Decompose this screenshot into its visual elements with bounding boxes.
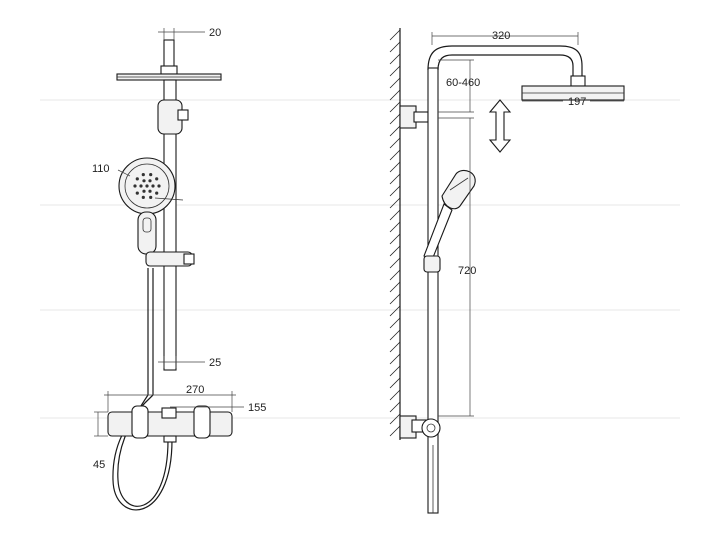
wall-hatch-line [389,221,401,233]
nozzle-dot [149,195,153,199]
background-guides [40,99,680,419]
wall [389,28,401,440]
dim-label-20: 20 [209,27,221,39]
wall-hatch-line [389,137,401,149]
wall-hatch-line [389,77,401,89]
dim-label-197: 197 [568,96,586,108]
wall-hatch-line [389,125,401,137]
dim-label-320: 320 [492,30,510,42]
wall-hatch-line [389,149,401,161]
wall-hatch-line [389,389,401,401]
nozzle-dot [155,177,159,181]
dim-height-adjust: 60-460 [438,59,480,113]
nozzle-dot [135,177,139,181]
hose [112,268,173,511]
nozzle-dot [133,184,137,188]
slide-holder [145,251,195,267]
shower-nozzles [133,173,161,199]
mixer-front [107,405,233,443]
wall-hatch-line [389,41,401,53]
nozzle-dot [142,179,146,183]
dim-label-155: 155 [248,402,266,414]
wall-hatch-line [389,365,401,377]
lower-bracket [399,415,441,439]
dim-rail-length: 720 [438,117,476,417]
shower-bar [427,67,439,514]
dim-label-270: 270 [186,384,204,396]
wall-hatch-line [389,161,401,173]
upper-bracket [399,105,429,129]
wall-hatch-line [389,185,401,197]
dim-arm-length: 320 [431,30,579,45]
nozzle-dot [145,184,149,188]
dim-mount-width: 20 [158,27,221,40]
wall-hatch-line [389,65,401,77]
wall-hatch-line [389,377,401,389]
wall-hatch-line [389,173,401,185]
dim-label-110: 110 [92,163,110,175]
wall-hatch-line [389,89,401,101]
wall-hatching [389,29,401,437]
hand-shower-front [118,157,184,255]
dim-mixer-depth: 155 [170,402,266,414]
nozzle-dot [149,173,153,177]
dim-handshower-diameter: 110 [92,163,131,177]
dim-head-diameter: 197 [522,96,624,108]
dim-label-60-460: 60-460 [446,77,480,89]
nozzle-dot [157,184,161,188]
nozzle-dot [148,189,152,193]
wall-hatch-line [389,329,401,341]
nozzle-dot [155,191,159,195]
wall-hatch-line [389,209,401,221]
top-mount [116,39,222,81]
nozzle-dot [135,191,139,195]
dim-label-720: 720 [458,265,476,277]
wall-hatch-line [389,341,401,353]
wall-hatch-line [389,413,401,425]
nozzle-dot [139,184,143,188]
side-view: 320 60-460 197 [389,28,625,514]
double-vertical-arrow-icon [488,99,512,153]
wall-hatch-line [389,353,401,365]
wall-hatch-line [389,233,401,245]
wall-hatch-line [389,101,401,113]
wall-hatch-line [389,29,401,41]
wall-hatch-line [389,425,401,437]
wall-hatch-line [389,281,401,293]
overhead-head [521,85,625,101]
wall-hatch-line [389,305,401,317]
wall-hatch-line [389,245,401,257]
wall-hatch-line [389,53,401,65]
front-view: 20 110 [92,27,266,511]
dim-mixer-height: 45 [93,411,108,471]
wall-hatch-line [389,269,401,281]
slide-holder-side [423,255,441,273]
wall-hatch-line [389,401,401,413]
nozzle-dot [141,173,145,177]
wall-hatch-line [389,197,401,209]
nozzle-dot [142,189,146,193]
dim-label-45: 45 [93,459,105,471]
wall-hatch-line [389,293,401,305]
overhead-arm [427,45,586,87]
dim-label-25: 25 [209,357,221,369]
wall-hatch-line [389,257,401,269]
dim-bar-diameter: 25 [158,356,221,369]
riser-pipe [157,79,189,371]
wall-hatch-line [389,113,401,125]
nozzle-dot [148,179,152,183]
dim-mixer-width: 270 [104,384,236,412]
wall-hatch-line [389,317,401,329]
nozzle-dot [151,184,155,188]
nozzle-dot [141,195,145,199]
